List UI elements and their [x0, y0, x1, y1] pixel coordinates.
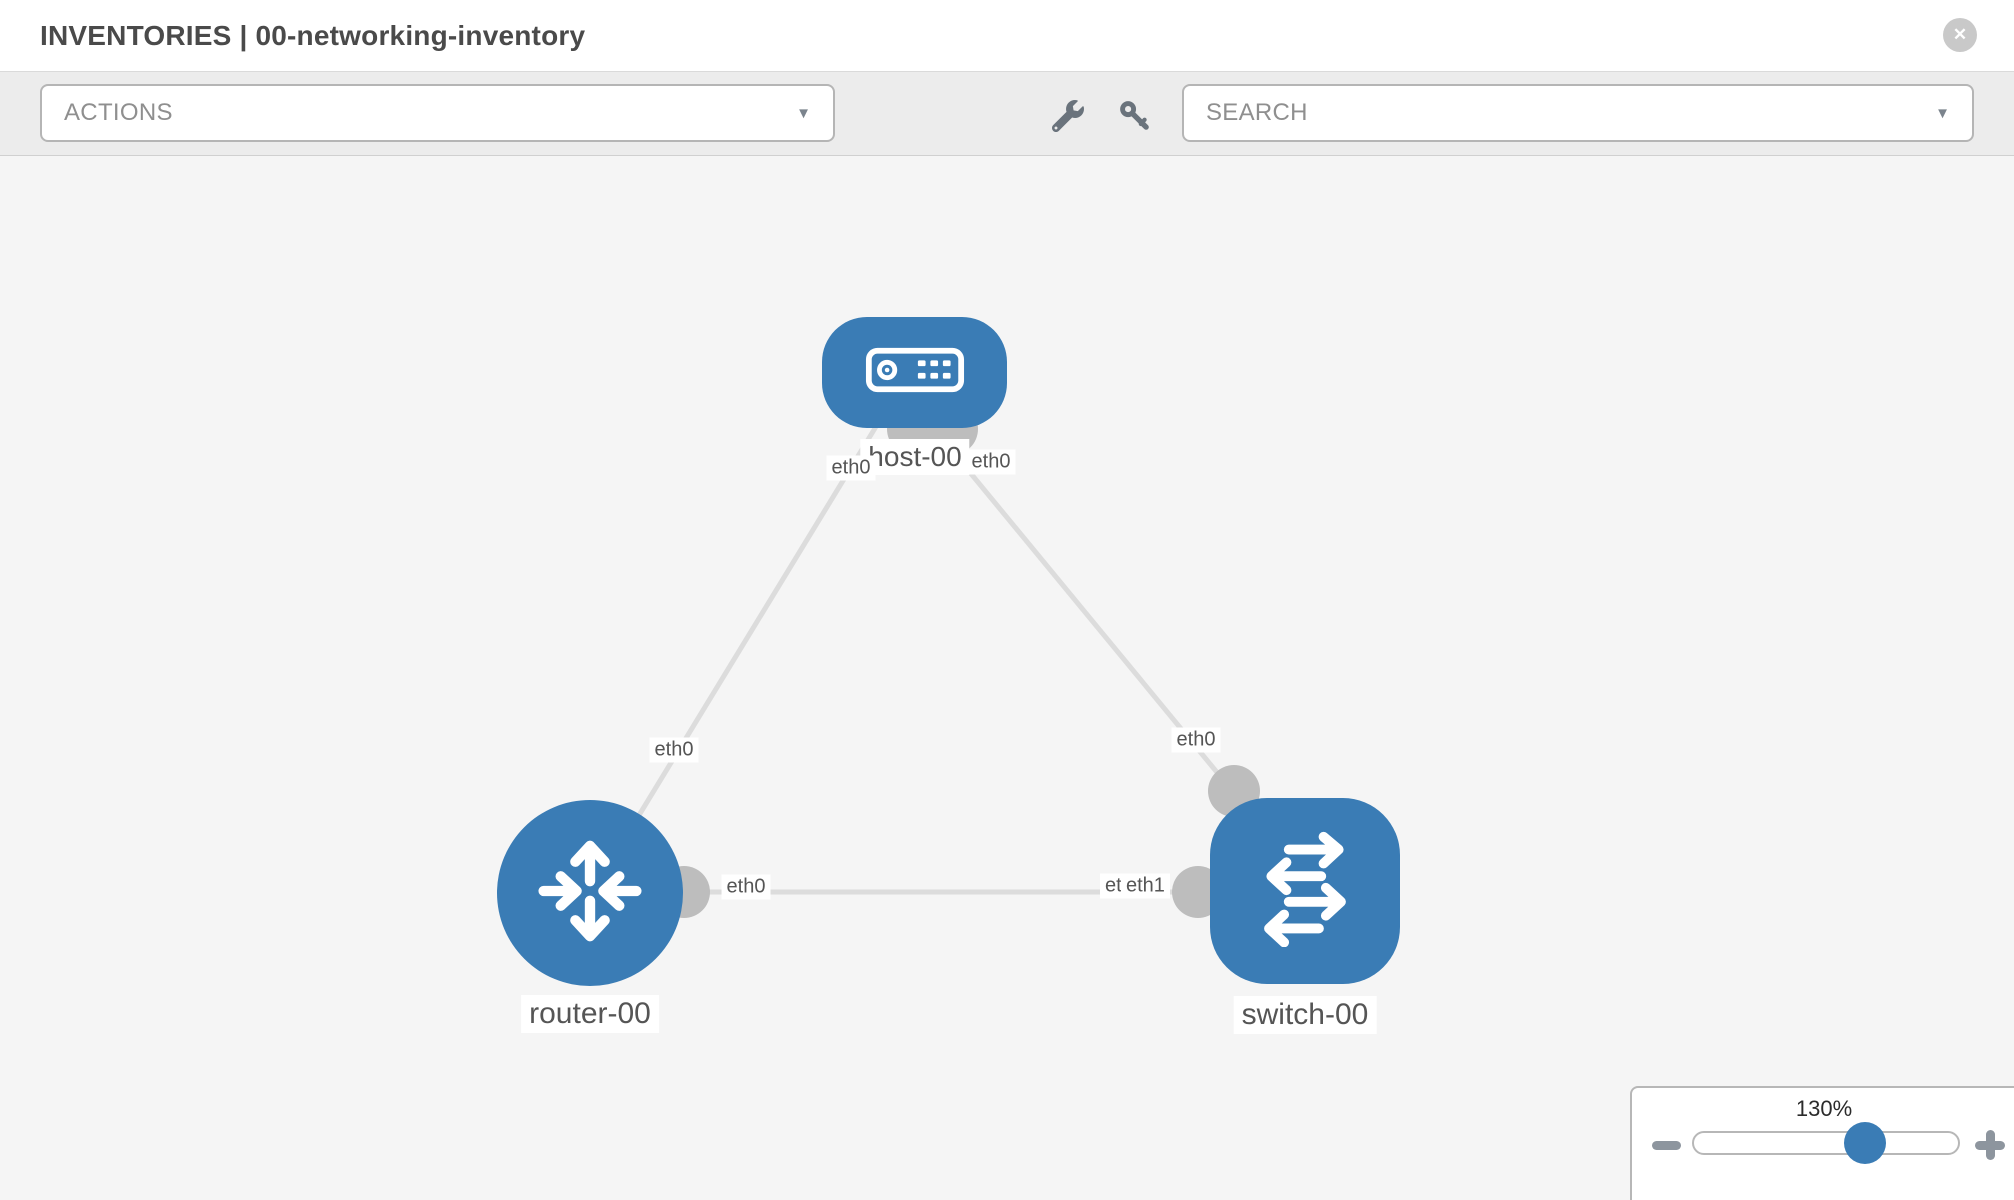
- zoom-out-button[interactable]: [1646, 1132, 1686, 1158]
- app-header: INVENTORIES | 00-networking-inventory ✕: [0, 0, 2014, 72]
- minus-icon: [1652, 1141, 1681, 1150]
- zoom-value: 130%: [1795, 1096, 1853, 1121]
- actions-dropdown[interactable]: ACTIONS ▼: [40, 84, 835, 142]
- node-label-host: host-00: [860, 439, 970, 475]
- chevron-down-icon: ▼: [1935, 104, 1950, 122]
- zoom-slider-handle[interactable]: [1844, 1122, 1886, 1164]
- close-icon: ✕: [1952, 25, 1968, 44]
- page-title: INVENTORIES | 00-networking-inventory: [40, 19, 586, 51]
- wrench-icon: [1052, 100, 1084, 132]
- wrench-button[interactable]: [1046, 94, 1090, 138]
- key-icon: [1118, 99, 1152, 133]
- interface-label-router-top: eth0: [649, 737, 699, 763]
- node-host-00[interactable]: [822, 317, 1007, 428]
- node-router-00[interactable]: [497, 800, 683, 986]
- close-button[interactable]: ✕: [1943, 18, 1977, 52]
- router-icon: [529, 830, 651, 957]
- node-label-switch: switch-00: [1233, 996, 1377, 1034]
- interface-label-mid-router: eth0: [721, 874, 771, 900]
- topology-links: [627, 418, 1236, 895]
- search-dropdown-label: SEARCH: [1206, 99, 1308, 126]
- interface-label-mid-switch-over: eth1: [1121, 873, 1170, 899]
- node-switch-00[interactable]: [1210, 798, 1400, 984]
- toolbar: ACTIONS ▼ SEARCH ▼: [0, 72, 2014, 156]
- host-icon: [865, 347, 965, 398]
- switch-icon: [1247, 831, 1363, 952]
- key-button[interactable]: [1113, 94, 1157, 138]
- chevron-down-icon: ▼: [796, 104, 811, 122]
- node-label-router: router-00: [521, 995, 659, 1033]
- interface-label-host-right: eth0: [966, 449, 1016, 475]
- zoom-panel: 130%: [1630, 1086, 2014, 1200]
- actions-dropdown-label: ACTIONS: [64, 99, 173, 126]
- search-dropdown[interactable]: SEARCH ▼: [1182, 84, 1974, 142]
- interface-label-host-left: eth0: [826, 455, 876, 481]
- zoom-in-button[interactable]: [1970, 1125, 2010, 1165]
- zoom-slider-track[interactable]: [1692, 1131, 1960, 1155]
- topology-canvas[interactable]: host-00 router-00 switch-00 eth0 eth0 et…: [0, 156, 2014, 1200]
- link-host-router[interactable]: [627, 418, 883, 832]
- interface-label-switch-top: eth0: [1171, 727, 1221, 753]
